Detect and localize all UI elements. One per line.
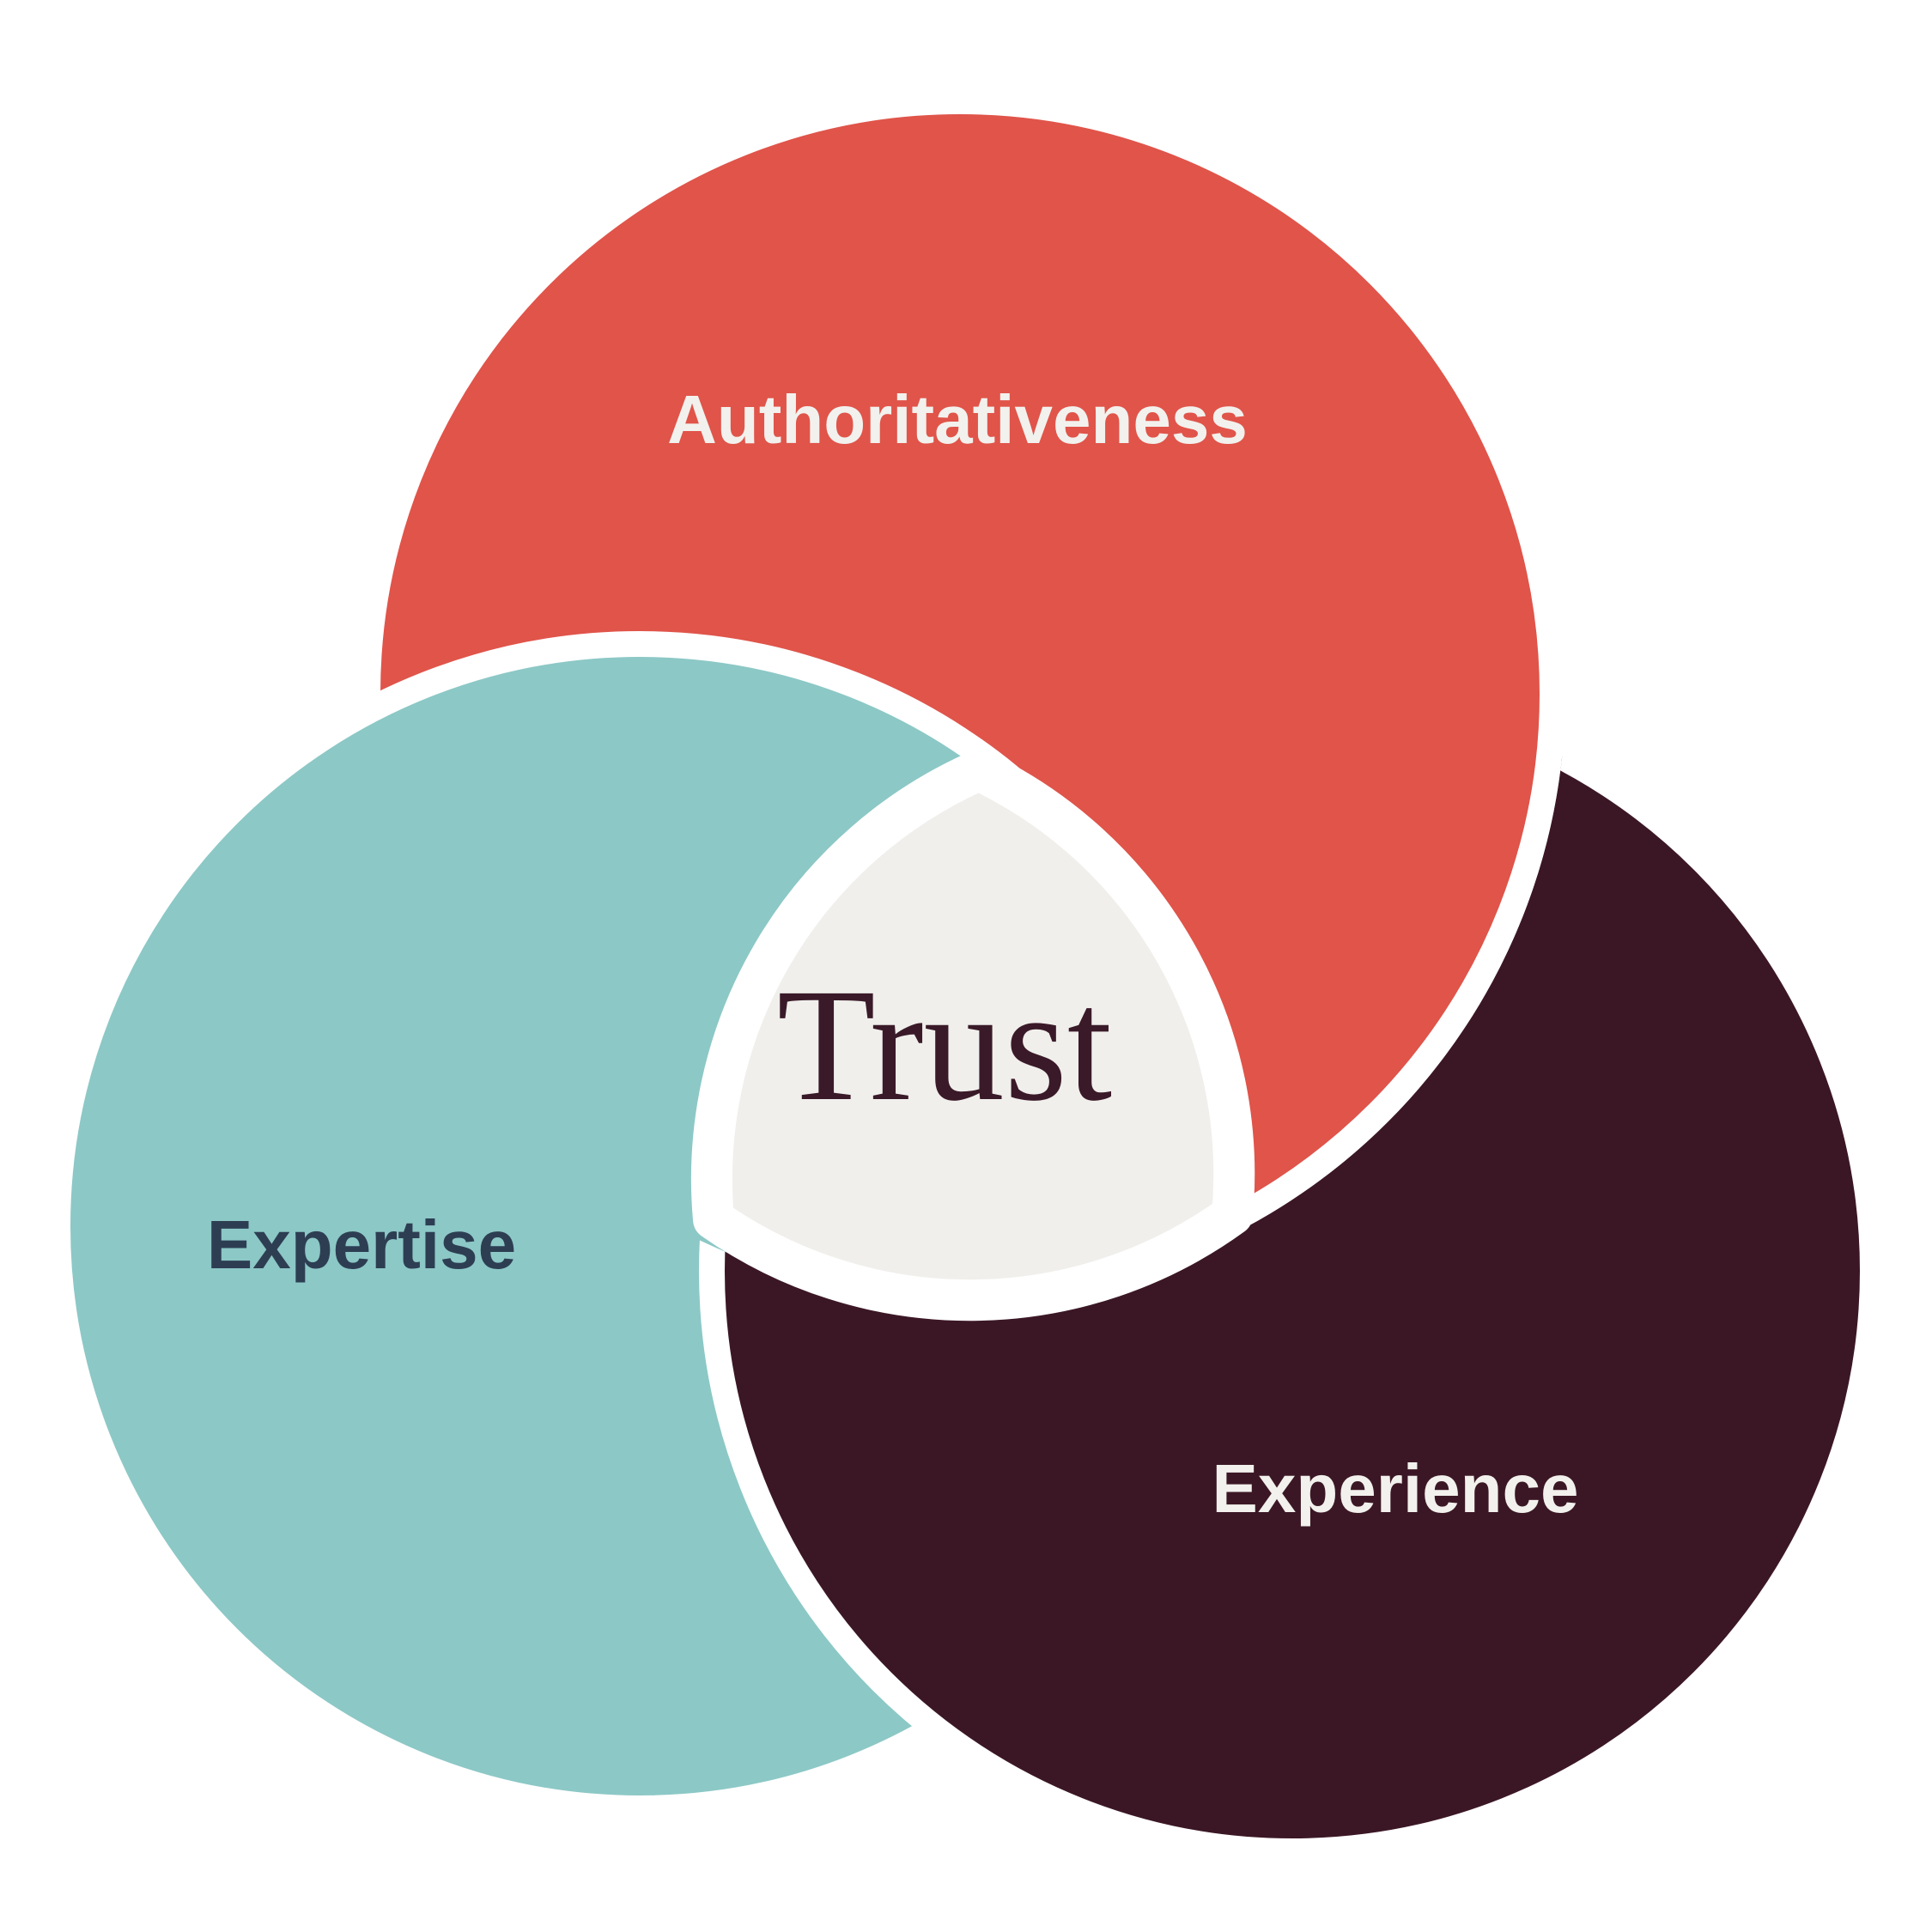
trust-label: Trust (777, 955, 1112, 1134)
trust-center-shape (690, 750, 1255, 1321)
expertise-label: Expertise (207, 1206, 516, 1283)
experience-label: Experience (1212, 1450, 1579, 1527)
authoritativeness-label: Authoritativeness (667, 381, 1248, 458)
